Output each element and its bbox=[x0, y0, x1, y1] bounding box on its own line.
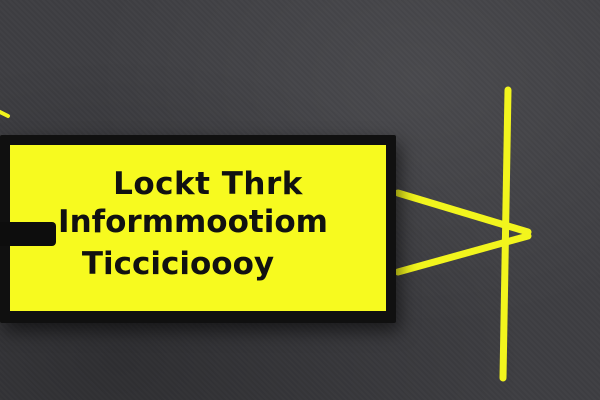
sign-face: Lockt Thrk Informmootiom Ticcicioooy bbox=[10, 145, 386, 311]
arrow-lower-stroke bbox=[394, 232, 532, 276]
sign-text-line-3: Ticcicioooy bbox=[81, 246, 275, 283]
arrow-upper-stroke bbox=[394, 189, 532, 236]
yellow-sign: Lockt Thrk Informmootiom Ticcicioooy bbox=[0, 135, 396, 323]
left-edge-tick bbox=[0, 110, 10, 118]
arrow-vertical-bar bbox=[499, 86, 512, 382]
sign-text-line-2: Informmootiom bbox=[58, 204, 328, 241]
sign-text-line-1: Lockt Thrk bbox=[113, 166, 303, 202]
sign-mount-tab bbox=[0, 222, 56, 246]
